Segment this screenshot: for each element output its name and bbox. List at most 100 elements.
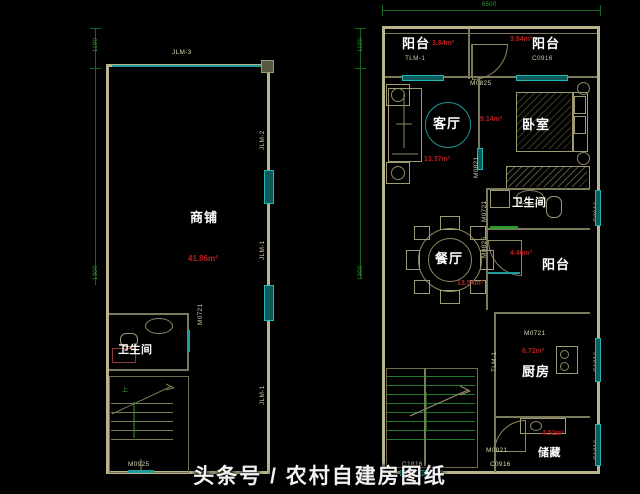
right-dining-chair-sw — [414, 280, 430, 294]
right-kitchen-wall-left — [494, 312, 496, 418]
right-stair-step-3 — [387, 394, 475, 395]
right-room-storage-label: 储藏 — [538, 447, 561, 459]
left-entry-door-swing-icon — [140, 459, 142, 471]
left-bath-tub-icon — [112, 348, 136, 363]
right-opening-c0916-ne-label: C0916 — [532, 55, 553, 62]
right-kitchen-burner-2 — [560, 362, 569, 371]
right-dim-line-v — [360, 28, 361, 278]
right-dining-chair-w — [406, 250, 420, 270]
left-window-lower — [264, 285, 274, 321]
right-kitchen-sink-icon — [530, 421, 542, 431]
right-stair-step-2 — [387, 385, 475, 386]
right-bath-toilet-icon — [546, 196, 562, 218]
right-room-balcony-nw-label: 阳台 — [402, 36, 431, 51]
right-stair-step-8 — [387, 439, 475, 440]
left-wall-right — [267, 64, 270, 474]
left-opening-jlm1b-label: JLM-1 — [259, 385, 266, 405]
right-fixture-bottom-left-icon — [391, 166, 405, 180]
right-room-dining-area: 13.54m² — [457, 280, 484, 287]
right-bath-shower-icon — [490, 190, 510, 208]
right-bath-wall-top — [486, 188, 590, 190]
right-bedroom-nightstand-bottom — [577, 152, 590, 165]
left-corner-column — [261, 60, 274, 73]
right-dining-chair-ne — [470, 226, 486, 240]
right-plan: 6500 1100 1300 阳台 3.84m² TLM-1 阳台 3.84m²… — [320, 0, 640, 494]
right-kitchen-window — [595, 338, 601, 382]
left-window-upper — [264, 170, 274, 204]
right-storage-window — [595, 424, 601, 466]
right-fixture-bottom-left — [386, 162, 410, 184]
left-room-bathroom-label: 卫生间 — [118, 344, 153, 356]
right-bath-window — [595, 190, 601, 226]
right-dining-chair-nw — [414, 226, 430, 240]
left-dimension-line — [95, 28, 96, 278]
left-opening-m0925-label: M0925 — [128, 461, 150, 468]
right-room-bathroom-label: 卫生间 — [512, 197, 547, 209]
right-opening-m0821-l-label: M0821 — [473, 156, 480, 178]
left-bath-door-opening — [188, 330, 190, 352]
left-stair-up-label: 上 — [122, 388, 129, 394]
right-furniture-lamp-icon — [392, 94, 418, 155]
right-room-balcony-e-label: 阳台 — [542, 257, 571, 272]
right-opening-c0916-s-label: C0916 — [490, 461, 511, 468]
left-bath-basin-icon — [145, 318, 173, 334]
left-stair-step-3 — [111, 421, 173, 422]
right-storage-wall-left — [494, 418, 496, 472]
right-dim-tick-b — [355, 68, 366, 69]
right-ebalcony-wall-left — [486, 230, 488, 310]
right-opening-c1816-label: C1816 — [402, 461, 423, 468]
right-room-kitchen-area: 6.72m² — [522, 348, 545, 355]
left-room-shop-label: 商铺 — [190, 210, 219, 225]
left-bath-wall-top — [109, 313, 189, 315]
right-bedroom-wardrobe-hatch — [507, 167, 587, 187]
left-stair-direction-arrow — [111, 383, 175, 438]
right-opening-m0821-s-label: M0821 — [486, 447, 508, 454]
left-stair-step-4 — [111, 430, 173, 431]
right-balcony-nw-window — [402, 75, 444, 81]
left-dimension-line-lower — [95, 255, 96, 285]
right-bedroom-nightstand-top — [577, 82, 590, 95]
right-dining-chair-s — [440, 290, 460, 304]
right-bath-wall-bottom — [486, 228, 590, 230]
right-kitchen-wall-bottom — [494, 416, 590, 418]
right-room-living-area: 13.37m² — [424, 156, 451, 163]
right-kitchen-burner-1 — [560, 350, 569, 359]
right-opening-m0825-n-label: M0825 — [470, 80, 492, 87]
left-stair-step-2 — [111, 412, 173, 413]
right-room-balcony-ne-area: 3.84m² — [510, 36, 533, 43]
right-width-dim-tick-left — [382, 5, 383, 16]
right-room-balcony-nw-area: 3.84m² — [432, 40, 455, 47]
right-door-m0825-swing-icon — [472, 44, 508, 80]
left-opening-jlm3 — [112, 65, 262, 67]
right-bedroom-bed-hatch — [517, 93, 571, 149]
right-opening-m0721-b-label: M0721 — [481, 200, 488, 222]
right-dining-chair-se — [470, 280, 486, 294]
right-dining-chair-n — [440, 216, 460, 230]
right-fixture-top-left — [386, 84, 410, 106]
right-opening-m0721-k-label: M0721 — [524, 330, 546, 337]
left-plan: 1100 1300 JLM-3 JLM-2 JLM-1 JLM-1 商铺 41.… — [90, 28, 274, 474]
right-stair-enclosure — [386, 368, 478, 468]
right-door-m0825-leaf — [471, 44, 473, 78]
right-stair-window — [400, 470, 442, 476]
right-opening-tlm1-nw-label: TLM-1 — [405, 55, 426, 62]
right-width-dim-line — [382, 10, 600, 11]
right-dim-label-mid: 1300 — [358, 265, 364, 280]
right-wall-right — [597, 26, 600, 474]
right-room-balcony-e-area: 4.46m² — [510, 250, 533, 257]
left-dim-tick-mid — [90, 68, 101, 69]
left-dim-label-bottom: 1300 — [93, 265, 99, 280]
right-stair-step-5 — [387, 412, 475, 413]
right-wall-bottom — [382, 471, 600, 474]
right-bedroom-pillow-2 — [574, 116, 586, 134]
right-balcony-bottom-wall — [385, 76, 597, 78]
right-dining-table-icon — [418, 228, 482, 292]
right-room-dining-label: 餐厅 — [435, 251, 464, 266]
right-room-storage-area: 4.52m² — [542, 430, 565, 437]
left-stair-step-5 — [111, 439, 173, 440]
left-entry-door-opening — [128, 470, 154, 473]
right-room-living-label-circle — [425, 102, 471, 148]
right-bath-wall-left — [486, 188, 488, 230]
right-wall-top — [382, 26, 600, 29]
left-bath-toilet-icon — [120, 333, 138, 347]
